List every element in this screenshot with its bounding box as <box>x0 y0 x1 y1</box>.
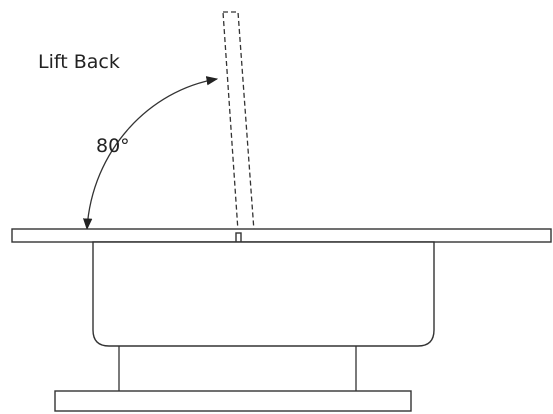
hinge <box>235 232 242 243</box>
angle-arc <box>83 76 219 231</box>
base-plate <box>54 390 412 412</box>
raised-back-panel <box>222 11 255 232</box>
cabinet-body <box>92 241 435 347</box>
diagram-title: Lift Back <box>38 51 120 73</box>
tabletop <box>11 228 552 243</box>
angle-label: 80° <box>96 135 130 157</box>
